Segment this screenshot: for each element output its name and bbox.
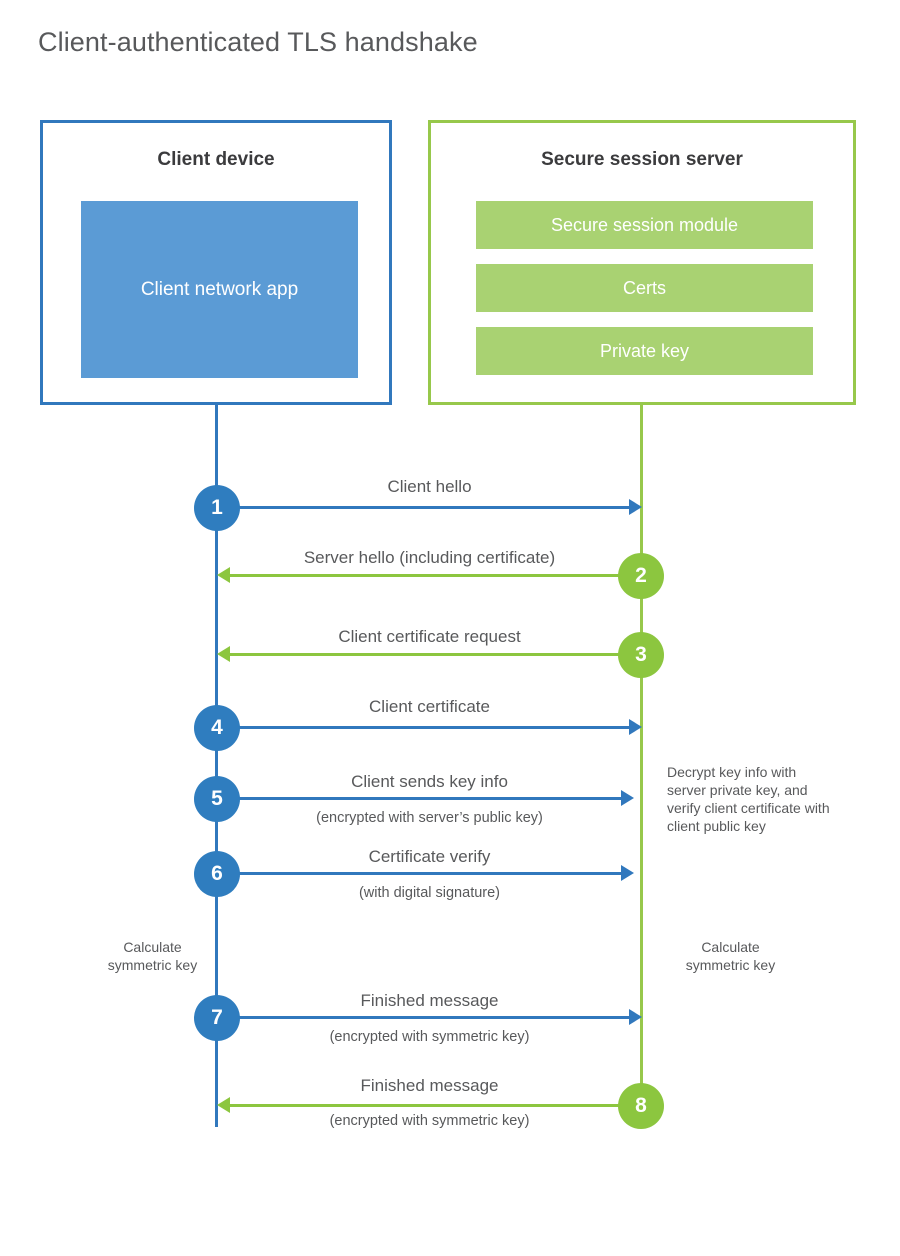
note-client-calculate-symmetric-key: Calculate symmetric key <box>107 939 198 973</box>
component-secure-session-module: Secure session module <box>476 201 813 249</box>
note-server-calculate-symmetric-key: Calculate symmetric key <box>685 939 776 973</box>
step-5-label: Client sends key info <box>351 772 508 791</box>
secure-session-server-title: Secure session server <box>541 149 743 170</box>
step-2-arrow-line <box>230 574 642 577</box>
step-8-arrow-head-icon <box>217 1097 230 1113</box>
actor-box-secure-session-server: Secure session server Secure session mod… <box>428 120 856 405</box>
step-8-sublabel: (encrypted with symmetric key) <box>329 1113 530 1129</box>
component-client-network-app: Client network app <box>81 201 358 378</box>
step-6-sublabel: (with digital signature) <box>358 885 501 901</box>
step-8-label: Finished message <box>360 1076 499 1095</box>
step-3-arrow-head-icon <box>217 646 230 662</box>
step-8-arrow-line <box>230 1104 642 1107</box>
step-5-arrow-line <box>217 797 621 800</box>
step-7-label: Finished message <box>360 991 499 1010</box>
step-1-arrow-line <box>217 506 629 509</box>
step-circle-5: 5 <box>194 776 240 822</box>
step-7-arrow-line <box>217 1016 629 1019</box>
step-circle-8: 8 <box>618 1083 664 1129</box>
step-circle-7: 7 <box>194 995 240 1041</box>
step-circle-3: 3 <box>618 632 664 678</box>
step-4-label: Client certificate <box>369 697 490 716</box>
component-certs: Certs <box>476 264 813 312</box>
step-circle-2: 2 <box>618 553 664 599</box>
lifeline-client <box>215 405 218 1127</box>
lifeline-server <box>640 405 643 1105</box>
actor-box-client-device: Client device Client network app <box>40 120 392 405</box>
step-1-arrow-head-icon <box>629 499 642 515</box>
step-4-arrow-line <box>217 726 629 729</box>
step-4-arrow-head-icon <box>629 719 642 735</box>
step-2-label: Server hello (including certificate) <box>303 548 556 567</box>
step-circle-6: 6 <box>194 851 240 897</box>
component-private-key: Private key <box>476 327 813 375</box>
step-5-arrow-head-icon <box>621 790 634 806</box>
step-3-label: Client certificate request <box>338 627 521 646</box>
step-3-arrow-line <box>230 653 642 656</box>
step-circle-4: 4 <box>194 705 240 751</box>
step-circle-1: 1 <box>194 485 240 531</box>
step-6-arrow-line <box>217 872 621 875</box>
step-2-arrow-head-icon <box>217 567 230 583</box>
step-5-sublabel: (encrypted with server’s public key) <box>316 810 543 826</box>
step-6-arrow-head-icon <box>621 865 634 881</box>
note-server-decrypt: Decrypt key info with server private key… <box>667 764 830 834</box>
page-title: Client-authenticated TLS handshake <box>38 27 478 57</box>
step-7-arrow-head-icon <box>629 1009 642 1025</box>
step-6-label: Certificate verify <box>368 847 491 866</box>
step-1-label: Client hello <box>387 477 472 496</box>
step-7-sublabel: (encrypted with symmetric key) <box>329 1029 530 1045</box>
client-device-title: Client device <box>157 149 275 170</box>
